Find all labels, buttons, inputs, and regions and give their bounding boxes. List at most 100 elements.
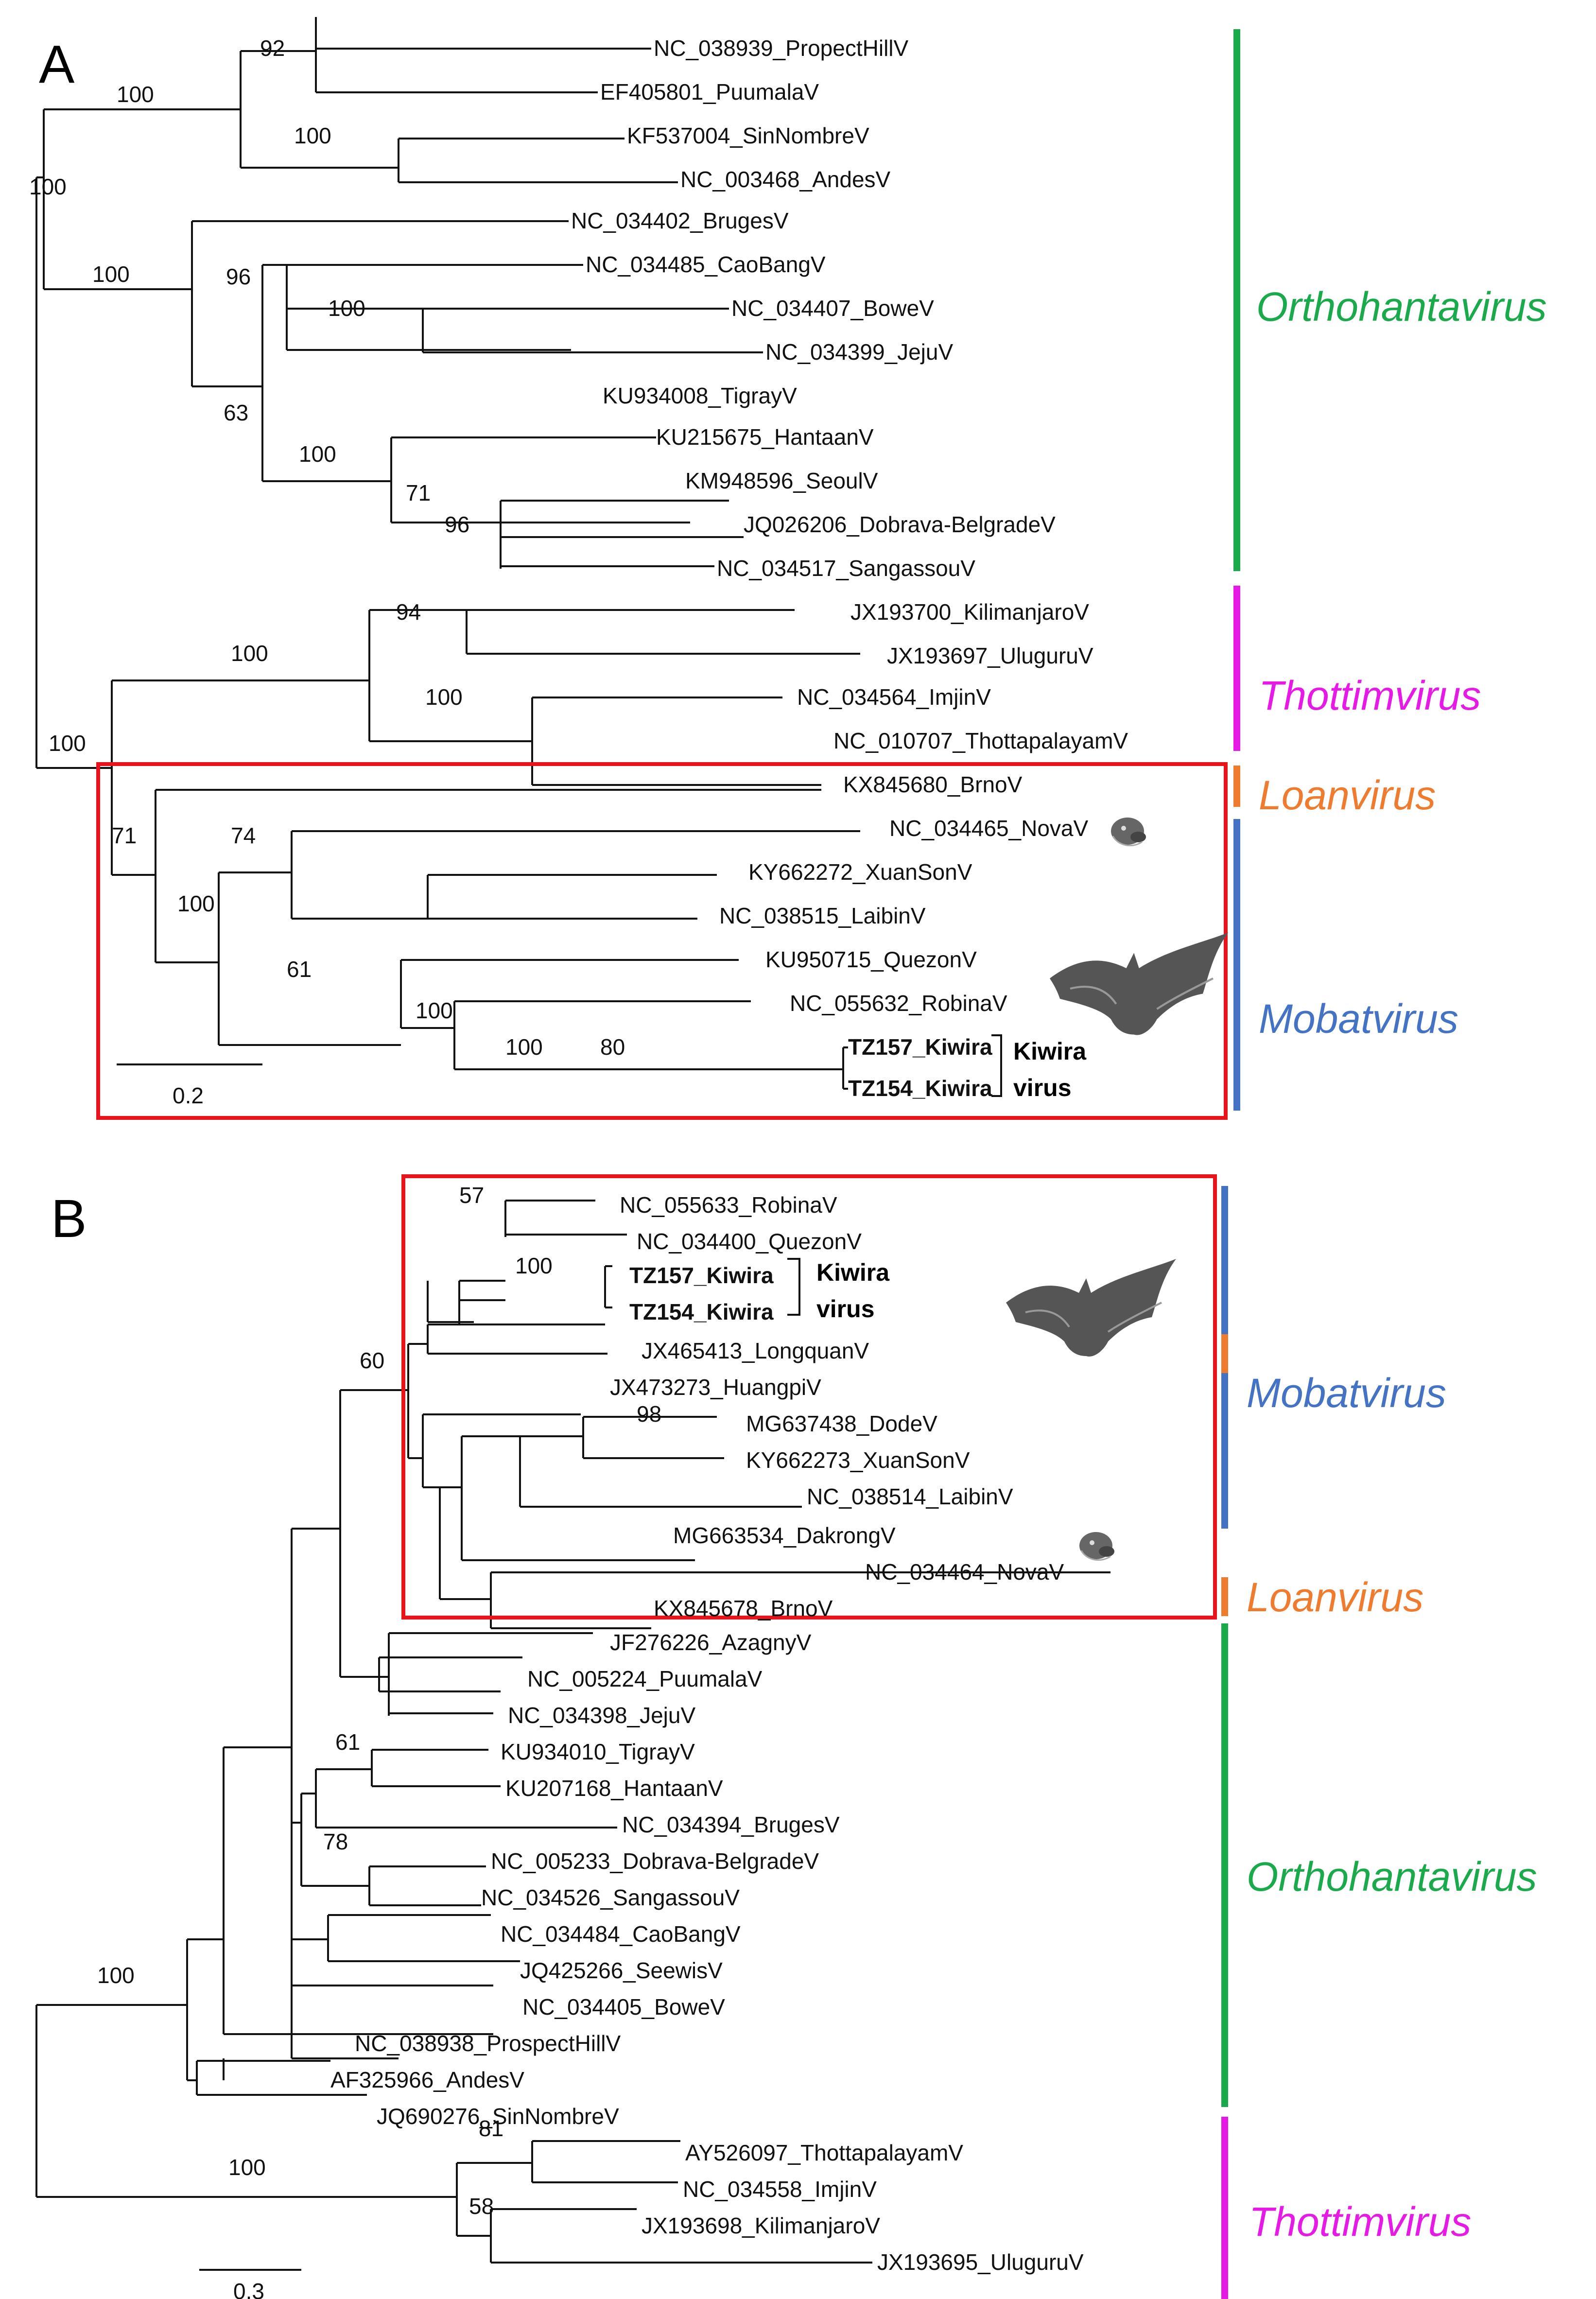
tip-label: KY662273_XuanSonV [746,1447,970,1473]
tip-label: MG637438_DodeV [746,1411,937,1436]
genus-a-thottimvirus: Thottimvirus [1259,673,1481,718]
bat-icon [1005,1258,1177,1358]
bootstrap-value: 63 [224,400,248,425]
panel-b-bootstraps: 57 100 98 60 61 78 100 81 100 58 [97,1183,661,2219]
tip-label: KX845678_BrnoV [654,1596,833,1621]
tip-label: NC_034394_BrugesV [622,1812,840,1837]
tip-label-kiwira: TZ154_Kiwira [848,1076,992,1101]
genus-b-thottimvirus: Thottimvirus [1249,2199,1471,2245]
bootstrap-value: 78 [323,1829,348,1854]
bootstrap-value: 100 [29,174,67,199]
bootstrap-value: 96 [445,512,469,537]
tip-label: NC_005233_Dobrava-BelgradeV [491,1848,819,1874]
tip-label: NC_038515_LaibinV [719,903,926,928]
tip-label: NC_034558_ImjinV [683,2177,877,2202]
tip-label: JX193700_KilimanjaroV [850,599,1089,625]
tip-label: NC_005224_PuumalaV [527,1666,763,1691]
tip-label: NC_010707_ThottapalayamV [833,728,1128,753]
kiwira-bracket-a [991,1034,1002,1097]
tip-label: NC_038514_LaibinV [807,1484,1013,1509]
bootstrap-value: 100 [425,684,463,710]
tip-label: NC_055632_RobinaV [790,991,1007,1016]
mobatvirus-highlight-box-b [401,1174,1217,1620]
tip-label: JX193698_KilimanjaroV [642,2213,880,2238]
bootstrap-value: 61 [287,957,312,982]
bootstrap-value: 100 [117,82,154,107]
bootstrap-value: 100 [92,261,130,287]
genus-a-mobatvirus: Mobatvirus [1259,996,1458,1042]
bootstrap-value: 100 [328,296,365,321]
tip-label: NC_003468_AndesV [680,167,891,192]
genus-a-loanvirus: Loanvirus [1259,772,1436,818]
tip-label: NC_038938_ProspectHillV [355,2031,621,2056]
tip-label: NC_034464_NovaV [865,1559,1064,1585]
bootstrap-value: 94 [396,599,421,625]
bat-icon [1050,933,1229,1035]
tip-label-kiwira: TZ154_Kiwira [629,1299,774,1324]
tip-label: JX473273_HuangpiV [610,1375,821,1400]
tip-label-kiwira: TZ157_Kiwira [848,1034,992,1060]
genus-b-mobatvirus: Mobatvirus [1247,1370,1446,1416]
bootstrap-value: 98 [637,1401,661,1427]
scale-label-a: 0.2 [173,1083,204,1108]
genus-a-orthohantavirus: Orthohantavirus [1256,284,1547,330]
tip-label: KU934008_TigrayV [603,383,797,408]
tip-label: KU207168_HantaanV [505,1776,723,1801]
tip-label: KX845680_BrnoV [843,772,1023,797]
panel-a-tree: A 0.2 Kiwira virus Orthohantavirus Thott… [35,17,1547,1120]
tip-label: MG663534_DakrongV [673,1523,896,1548]
bootstrap-value: 100 [294,123,331,148]
shrew-icon [1110,817,1147,847]
tip-label: KF537004_SinNombreV [627,123,869,148]
bootstrap-value: 96 [226,264,251,289]
bootstrap-value: 58 [469,2194,494,2219]
genus-b-loanvirus: Loanvirus [1247,1574,1423,1620]
shrew-icon [1078,1531,1115,1561]
tip-label: KM948596_SeoulV [685,468,878,493]
kiwira-label-a-1: Kiwira [1013,1038,1087,1065]
bootstrap-value: 100 [515,1253,553,1278]
tip-label: NC_034407_BoweV [731,296,934,321]
tip-label: JF276226_AzagnyV [610,1630,812,1655]
tip-label: AY526097_ThottapalayamV [685,2140,963,2165]
tip-label: JQ425266_SeewisV [520,1958,723,1983]
tree-b-branches [35,1200,1110,2264]
tip-label: NC_034526_SangassouV [481,1885,740,1910]
bootstrap-value: 61 [335,1729,360,1755]
tip-label: NC_034485_CaoBangV [586,252,826,277]
tip-label: JQ690276_SinNombreV [377,2104,619,2129]
bootstrap-value: 71 [406,480,431,505]
tip-label: NC_034564_ImjinV [797,684,991,710]
mobatvirus-highlight-box-a [96,762,1228,1120]
bootstrap-value: 60 [360,1348,384,1373]
tip-label: KU950715_QuezonV [765,947,977,972]
bootstrap-value: 100 [177,891,215,916]
tip-label: JX193695_UluguruV [877,2249,1084,2275]
tip-label: NC_034402_BrugesV [571,208,789,233]
kiwira-bracket-b [787,1258,800,1316]
bootstrap-value: 100 [416,998,453,1023]
tip-label: NC_034398_JejuV [508,1703,695,1728]
tip-label: NC_034400_QuezonV [637,1229,862,1254]
bootstrap-value: 100 [231,641,268,666]
bootstrap-value: 71 [112,823,137,848]
tip-label: NC_034465_NovaV [889,816,1088,841]
tip-label: AF325966_AndesV [330,2067,524,2092]
tip-label: NC_055633_RobinaV [620,1192,837,1218]
bootstrap-value: 100 [228,2155,266,2180]
bootstrap-value: 81 [479,2116,503,2141]
panel-a-tip-labels: NC_038939_PropectHillVEF405801_PuumalaVK… [571,35,1128,1101]
genus-b-orthohantavirus: Orthohantavirus [1247,1854,1537,1899]
kiwira-label-a-2: virus [1013,1074,1072,1101]
tip-label: NC_038939_PropectHillV [654,35,909,61]
tip-label: JQ026206_Dobrava-BelgradeV [744,512,1056,537]
bootstrap-value: 57 [459,1183,484,1208]
tip-label: JX193697_UluguruV [887,643,1093,668]
kiwira-label-b-2: virus [816,1295,875,1323]
panel-b-tip-labels: NC_055633_RobinaVNC_034400_QuezonVTZ157_… [330,1192,1084,2275]
bootstrap-value: 100 [97,1963,135,1988]
tree-a-branches [35,17,860,1090]
bootstrap-value: 100 [299,441,336,467]
